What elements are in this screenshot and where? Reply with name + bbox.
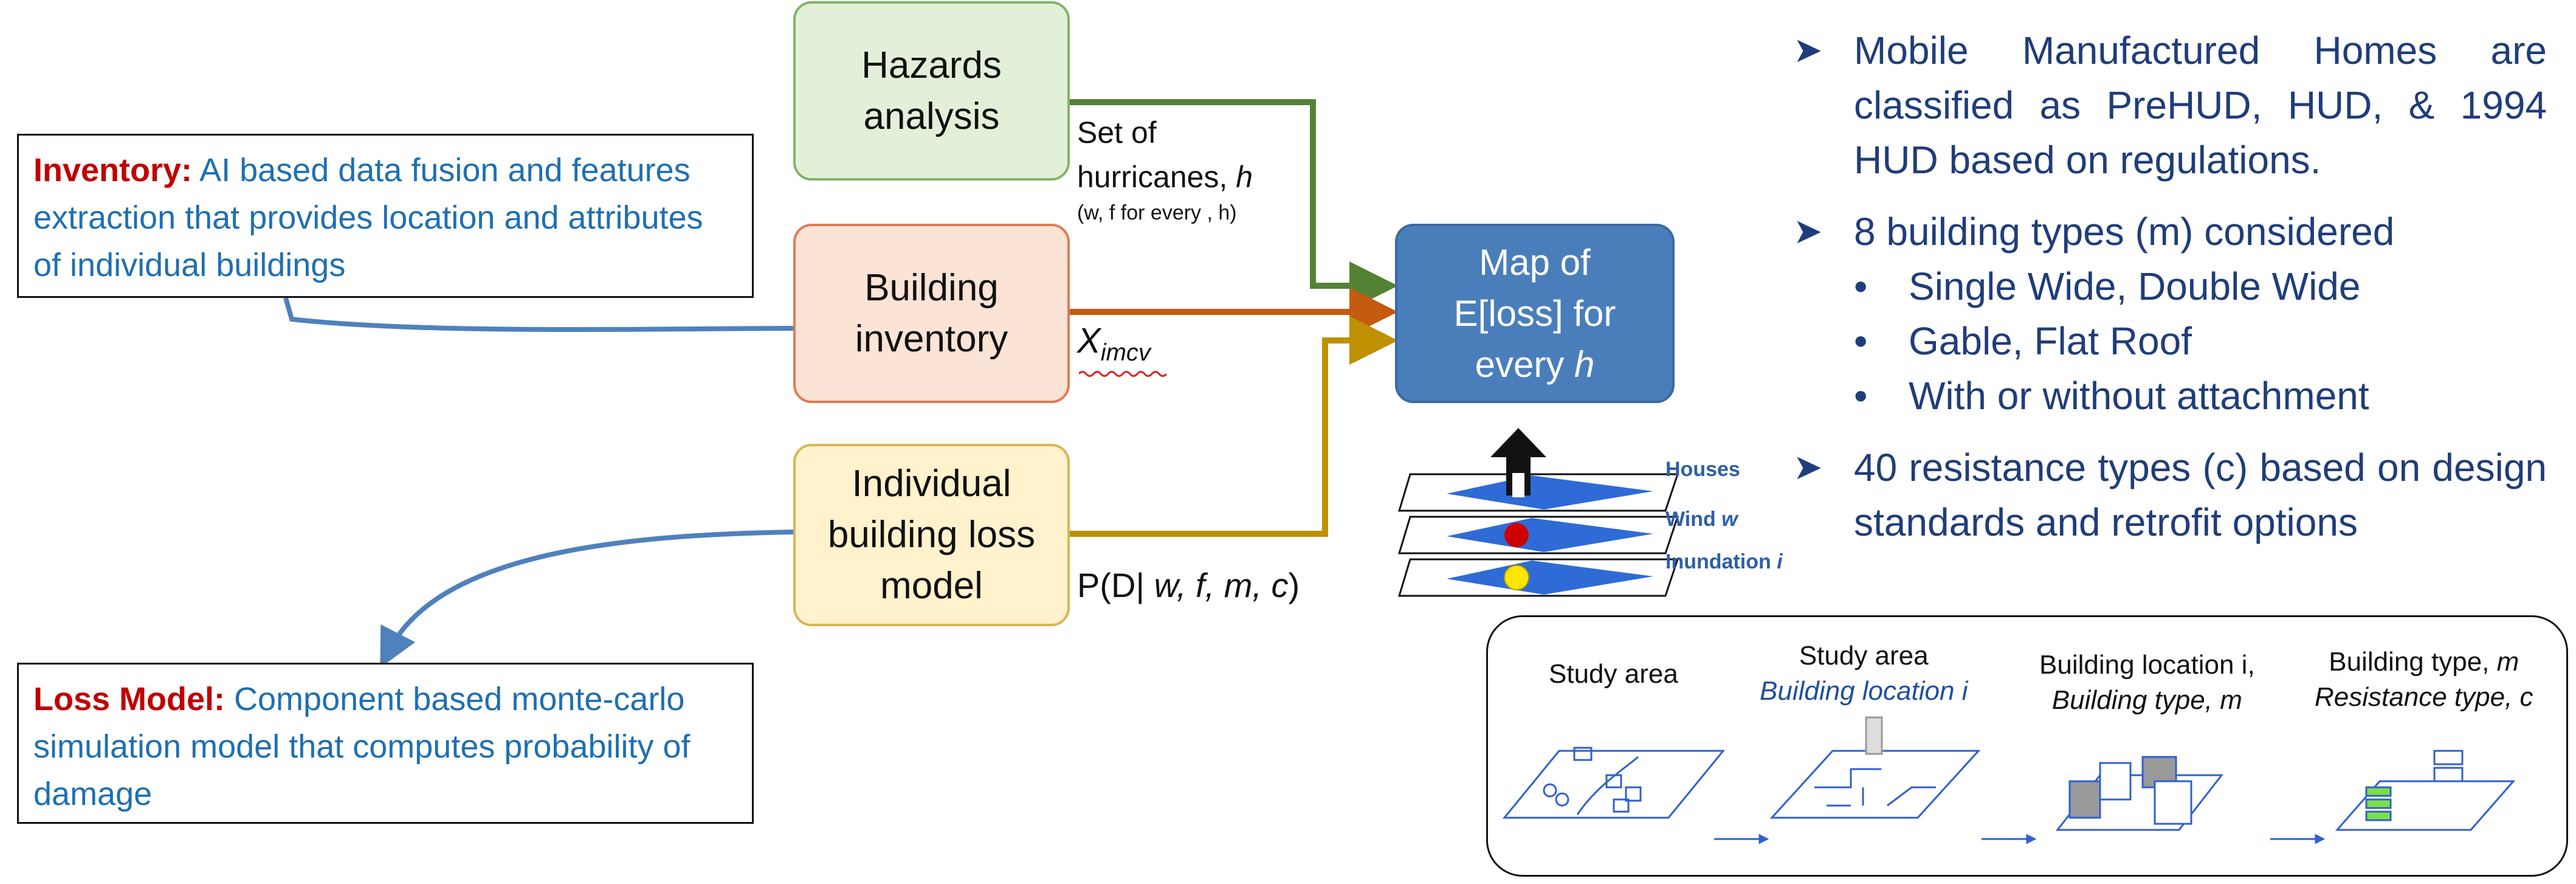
building-type-illustration [2055, 756, 2224, 831]
bullet-3: ➤ 40 resistance types (c) based on desig… [1793, 440, 2547, 550]
wind-text: Wind [1665, 508, 1716, 531]
arrow-2 [1982, 834, 2037, 844]
hazards-node: Hazards analysis [793, 1, 1070, 181]
bullet-2: ➤ 8 building types (m) considered [1793, 204, 2547, 259]
x-subscript: imcv [1100, 339, 1151, 366]
p-vars: w, f, m, [1154, 566, 1262, 604]
step-1-label: Study area [1549, 659, 1678, 689]
lossmodel-to-map-edge [1070, 316, 1398, 537]
x-imcv-label: Ximcv [1077, 321, 1151, 373]
wind-var: w [1721, 508, 1738, 531]
p-c: c [1271, 566, 1289, 604]
loss-callout: Loss Model: Component based monte-carlo … [17, 663, 754, 824]
hurricanes-label-line3: (w, f for every , h) [1077, 201, 1237, 224]
arrow-1 [1714, 834, 1769, 844]
layer-label-inundation: Inundation i [1665, 550, 1783, 574]
layer-label-wind: Wind w [1665, 508, 1738, 531]
x-var: X [1077, 321, 1101, 361]
step-3-label: Building location i, Building type, m [2039, 647, 2255, 718]
hurricanes-var: h [1236, 160, 1253, 194]
p-prefix: P(D| [1077, 566, 1145, 604]
house-icon [1490, 428, 1546, 497]
inventory-callout-heading: Inventory: [33, 152, 193, 188]
step-2-label: Study area Building location i [1760, 638, 1968, 709]
step-2-line1: Study area [1799, 641, 1929, 671]
sub-bullet-1: • Single Wide, Double Wide [1793, 259, 2547, 314]
hurricanes-label-line2: hurricanes, h [1077, 157, 1253, 197]
sub-bullet-1-text: Single Wide, Double Wide [1909, 264, 2361, 308]
bullet-3-text: 40 resistance types (c) based on design … [1854, 446, 2547, 544]
bullet-1-text: Mobile Manufactured Homes are classified… [1854, 29, 2547, 182]
step-4-text: Building type, [2329, 647, 2490, 677]
probability-label: P(D| w, f, m, c) [1077, 565, 1300, 606]
hurricanes-label-line1: Set of [1077, 116, 1157, 150]
bullet-1: ➤ Mobile Manufactured Homes are classifi… [1793, 23, 2547, 187]
inventory-callout: Inventory: AI based data fusion and feat… [17, 134, 754, 298]
houses-layer [1398, 473, 1679, 512]
step-4-var: m [2496, 647, 2519, 677]
layer-label-houses: Houses [1665, 458, 1740, 481]
dot-icon: • [1854, 264, 1868, 308]
p-suffix: ) [1288, 566, 1300, 604]
lossmodel-label: Individual building loss model [827, 463, 1036, 607]
lossmodel-node: Individual building loss model [793, 444, 1070, 626]
inventory-callout-text: AI based data fusion and features extrac… [33, 152, 703, 283]
step-2-line2: Building location i [1760, 676, 1968, 706]
bullet-arrow-icon: ➤ [1793, 30, 1823, 70]
inventory-node: Building inventory [793, 224, 1070, 403]
map-label-every: every [1475, 344, 1565, 385]
inundation-var: i [1777, 550, 1783, 573]
map-node: Map of E[loss] for every h [1395, 224, 1675, 403]
inventory-callout-connector [283, 297, 794, 332]
inventory-label: Building inventory [855, 266, 1008, 360]
hazards-to-map-edge [1070, 99, 1398, 310]
bullet-2-text: 8 building types (m) considered [1854, 210, 2395, 254]
wind-layer [1398, 516, 1679, 554]
building-location-illustration [1769, 716, 1981, 819]
sub-bullet-2: • Gable, Flat Roof [1793, 314, 2547, 368]
hazards-label: Hazards analysis [861, 44, 1002, 137]
dot-icon: • [1854, 319, 1868, 363]
sub-bullet-3: • With or without attachment [1793, 368, 2547, 423]
step-4-line1: Building type, m [2315, 644, 2533, 680]
arrow-3 [2270, 834, 2326, 844]
step-4-label: Building type, m Resistance type, c [2315, 644, 2533, 715]
loss-callout-heading: Loss Model: [33, 681, 226, 717]
sub-bullet-2-text: Gable, Flat Roof [1909, 319, 2192, 363]
step-3-line2: Building type, m [2051, 685, 2242, 715]
bullet-arrow-icon: ➤ [1793, 447, 1823, 487]
inundation-layer [1398, 558, 1679, 597]
step-4-line2: Resistance type, c [2315, 682, 2533, 712]
workflow-illustrations [1502, 716, 2516, 844]
hurricanes-text: hurricanes, [1077, 160, 1228, 194]
workflow-panel [1486, 615, 2568, 877]
lossmodel-callout-connector [380, 530, 794, 668]
summary-bullets: ➤ Mobile Manufactured Homes are classifi… [1793, 23, 2547, 567]
step-3-line1: Building location i, [2039, 650, 2255, 680]
bullet-arrow-icon: ➤ [1793, 212, 1823, 251]
dot-icon: • [1854, 374, 1868, 418]
map-label-h: h [1574, 344, 1595, 385]
sub-bullet-3-text: With or without attachment [1909, 374, 2369, 418]
inundation-text: Inundation [1665, 550, 1771, 573]
map-label-line3: every h [1475, 339, 1595, 390]
map-label-line2: E[loss] for [1453, 292, 1616, 334]
map-label-line1: Map of [1479, 241, 1591, 283]
spellcheck-squiggle [1079, 371, 1168, 377]
study-area-illustration [1502, 747, 1726, 819]
resistance-type-illustration [2335, 750, 2516, 831]
map-layers-graphic [1398, 428, 1679, 597]
loss-callout-text: Component based monte-carlo simulation m… [33, 681, 690, 812]
